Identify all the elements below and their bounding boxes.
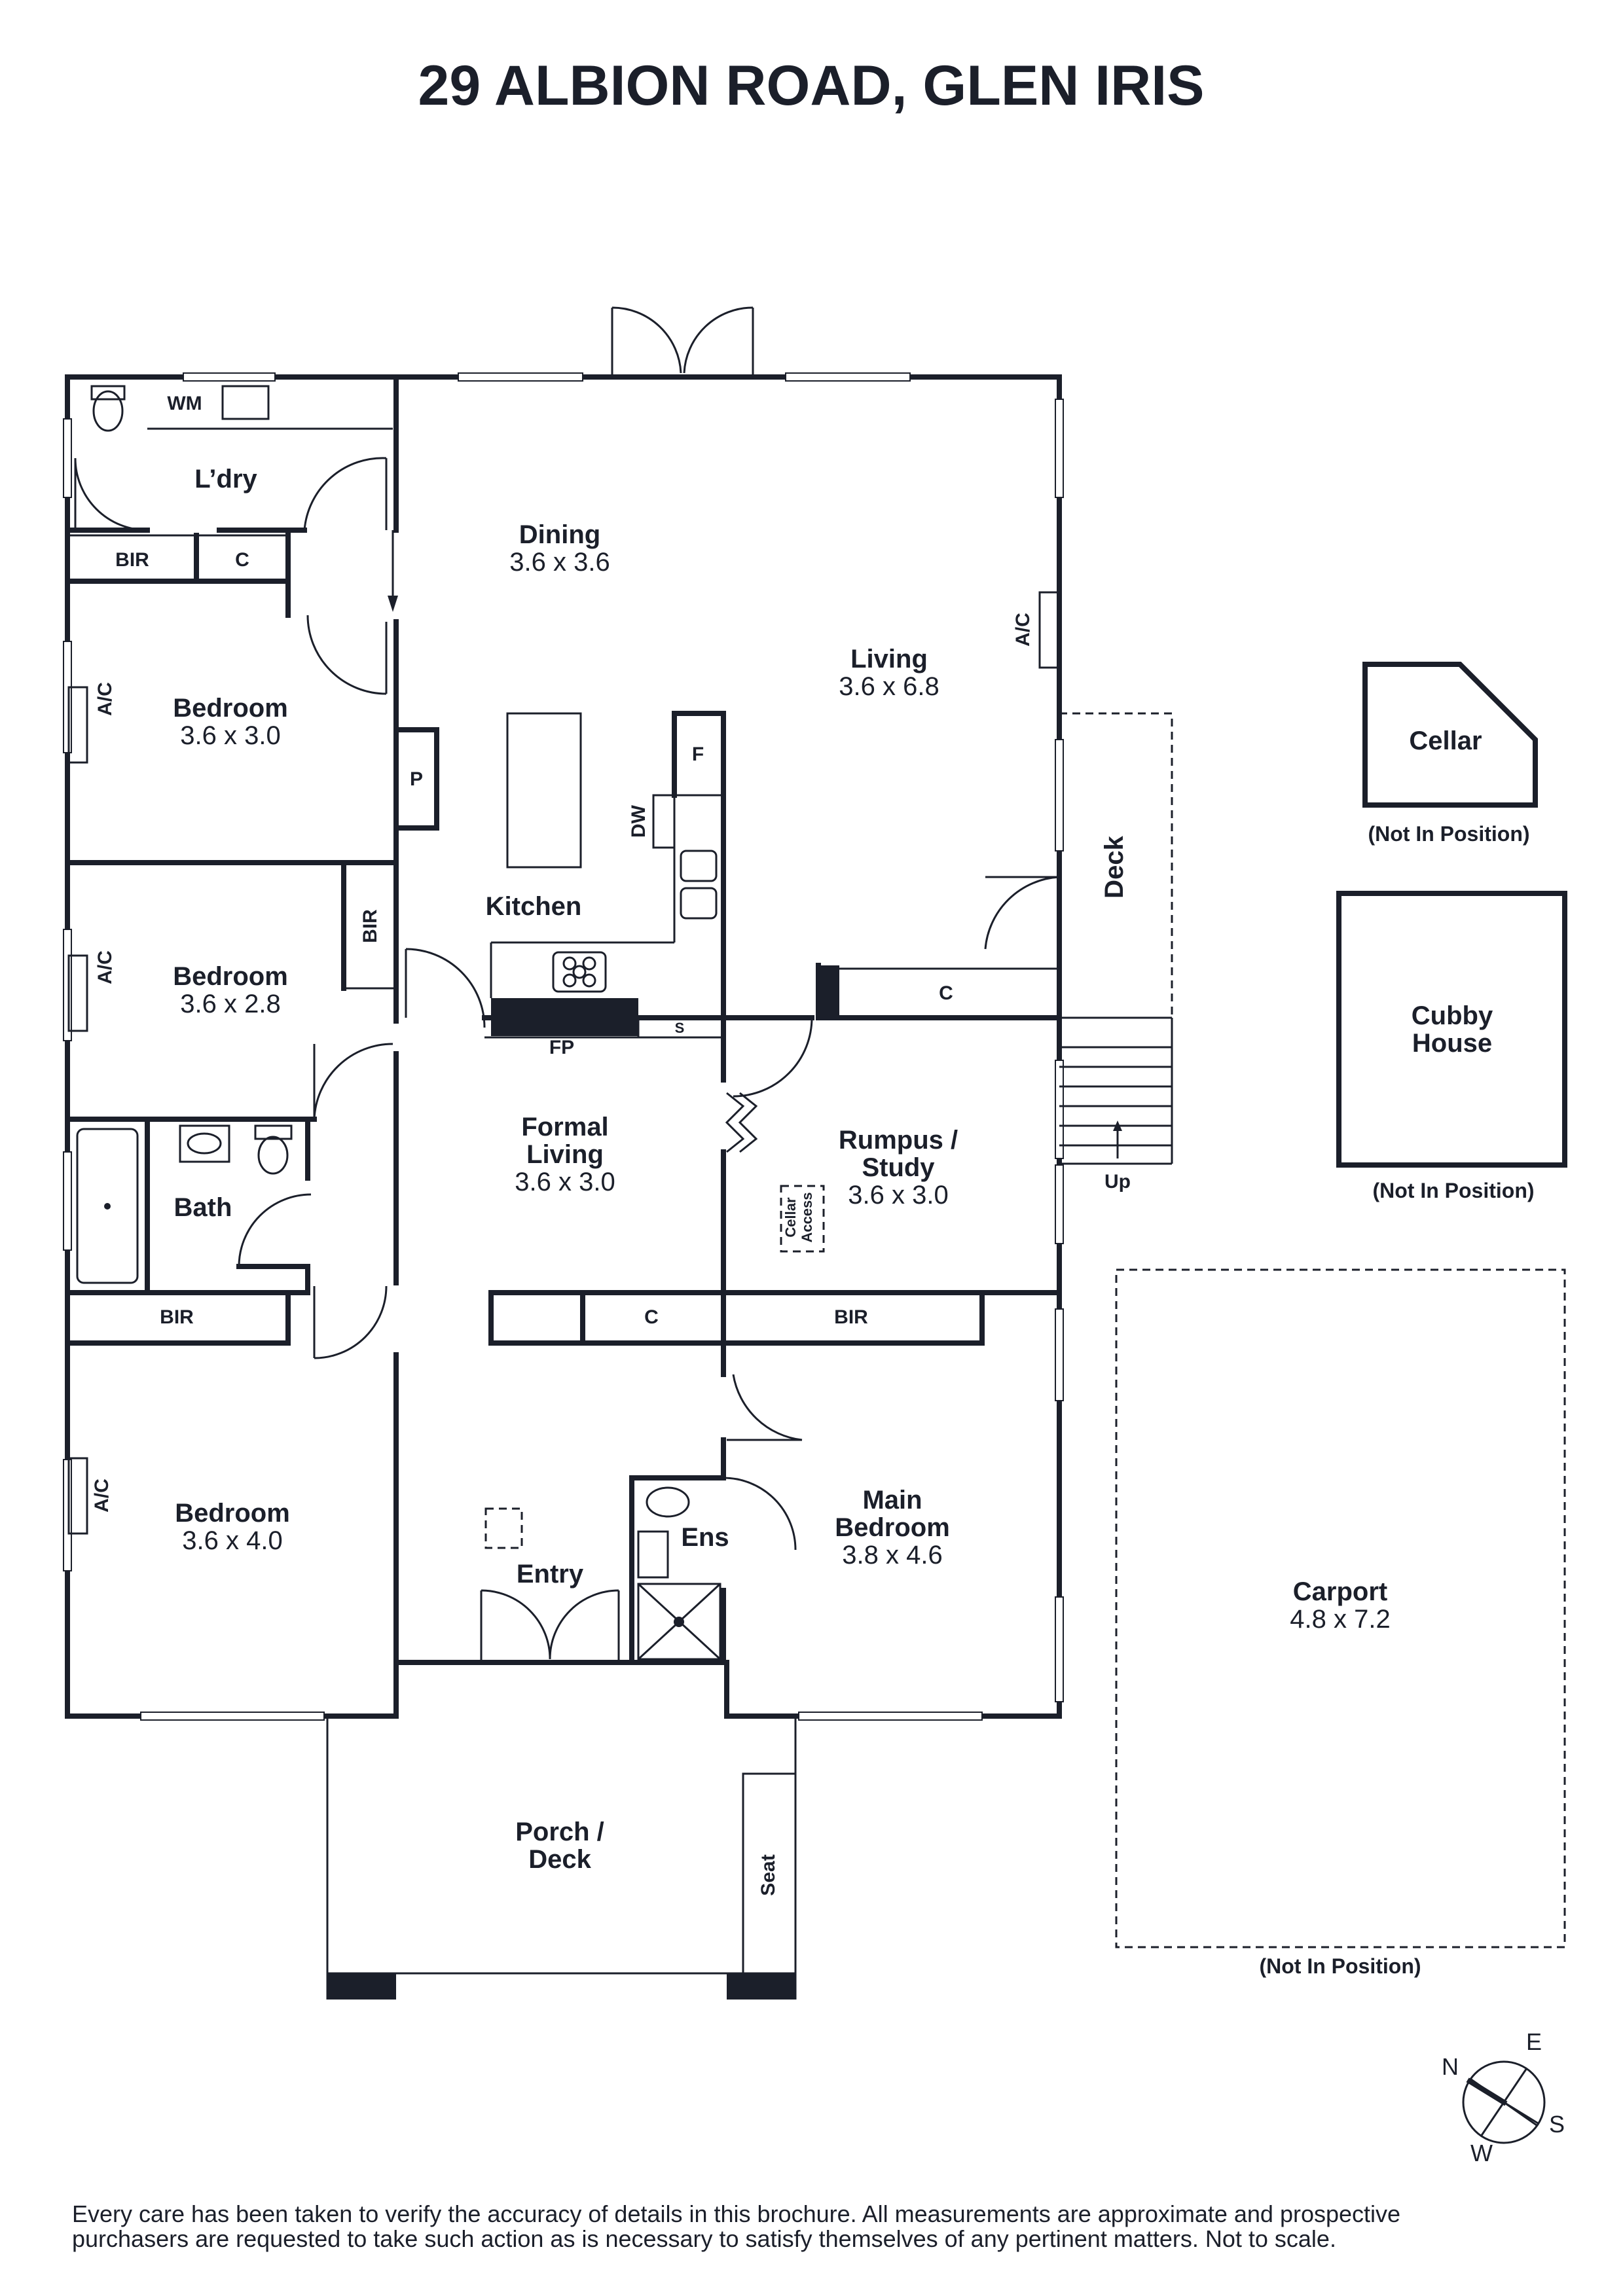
seat-label: Seat [757,1854,779,1895]
bir-main-label: BIR [834,1306,868,1328]
up-label: Up [1104,1171,1131,1193]
compass: N E S W [1442,2028,1565,2166]
wm-label: WM [167,393,202,414]
porch [326,1716,797,2000]
compass-w: W [1470,2140,1493,2166]
bedroom1-dim: 3.6 x 3.0 [180,721,280,750]
bedroom1-label: Bedroom [173,694,288,723]
doors [74,457,1060,1662]
ensuite-label: Ens [681,1523,729,1552]
compass-n: N [1442,2053,1459,2080]
carport-label: Carport [1293,1577,1387,1606]
pantry-label: P [410,768,423,790]
rumpus-dim: 3.6 x 3.0 [848,1181,948,1210]
bedroom2-ac-label: A/C [94,950,116,984]
carport-note: (Not In Position) [1259,1954,1421,1978]
formal-living-label-2: Living [526,1140,604,1169]
dishwasher-label: DW [628,804,649,838]
bath-label: Bath [174,1193,232,1222]
living-dim: 3.6 x 6.8 [839,672,939,701]
disclaimer-line-1: Every care has been taken to verify the … [72,2200,1400,2227]
cellar-note: (Not In Position) [1368,822,1529,846]
living-label: Living [850,645,928,673]
main-bedroom-dim: 3.8 x 4.6 [842,1541,942,1570]
c-top-label: C [235,549,249,571]
deck [1059,712,1173,1165]
cellar-label: Cellar [1409,726,1482,755]
cubby-label-1: Cubby [1412,1001,1493,1030]
cellar-outbuilding [1362,662,1538,808]
formal-living-dim: 3.6 x 3.0 [515,1168,615,1196]
s-label: S [675,1020,685,1036]
compass-e: E [1526,2028,1542,2055]
bedroom2-dim: 3.6 x 2.8 [180,990,280,1018]
ac-units [67,591,1059,1535]
room-labels: WM L’dry BIR C Dining 3.6 x 3.6 Living 3… [91,393,1131,1896]
carport-dim: 4.8 x 7.2 [1290,1605,1390,1634]
bedroom2-label: Bedroom [173,962,288,991]
dining-label: Dining [519,520,600,549]
cellar-access-label-1: Cellar [782,1197,799,1238]
cubby-note: (Not In Position) [1372,1179,1534,1202]
bedroom3-ac-label: A/C [91,1479,113,1513]
rumpus-label-1: Rumpus / [839,1126,958,1155]
outbuilding-labels: Cellar (Not In Position) Cubby House (No… [1259,726,1534,1978]
bir-bath-label: BIR [160,1306,194,1328]
cubby-house [1336,891,1567,1168]
bir-top-label: BIR [115,549,149,571]
c-rumpus-label: C [939,982,953,1004]
bedroom3-dim: 3.6 x 4.0 [182,1526,282,1555]
porch-label-1: Porch / [515,1818,604,1846]
laundry-label: L’dry [194,465,257,493]
main-bedroom-label-1: Main [862,1486,922,1515]
main-bedroom-label-2: Bedroom [835,1513,950,1542]
porch-label-2: Deck [528,1845,591,1874]
fireplace-label: FP [549,1037,574,1058]
french-doors-top [611,306,754,377]
rumpus-label-2: Study [862,1153,935,1182]
cubby-label-2: House [1412,1029,1492,1058]
carport [1115,1268,1566,1948]
dining-dim: 3.6 x 3.6 [509,548,610,577]
bedroom1-ac-label: A/C [94,682,116,716]
fixtures [76,385,825,1549]
fridge-label: F [692,744,704,765]
interior-walls [65,374,1062,1665]
page-title: 29 ALBION ROAD, GLEN IRIS [418,54,1205,117]
disclaimer-line-2: purchasers are requested to take such ac… [72,2225,1336,2252]
cellar-access-label-2: Access [799,1192,815,1242]
bedroom3-label: Bedroom [175,1499,290,1528]
compass-s: S [1549,2111,1565,2138]
living-ac-label: A/C [1012,613,1034,647]
deck-label: Deck [1100,835,1129,898]
kitchen-label: Kitchen [486,892,582,921]
entry-label: Entry [517,1560,584,1588]
formal-living-label-1: Formal [521,1113,608,1141]
windows [63,372,1064,1721]
bedroom2-bir-label: BIR [359,909,381,943]
c-hall-label: C [644,1306,659,1328]
